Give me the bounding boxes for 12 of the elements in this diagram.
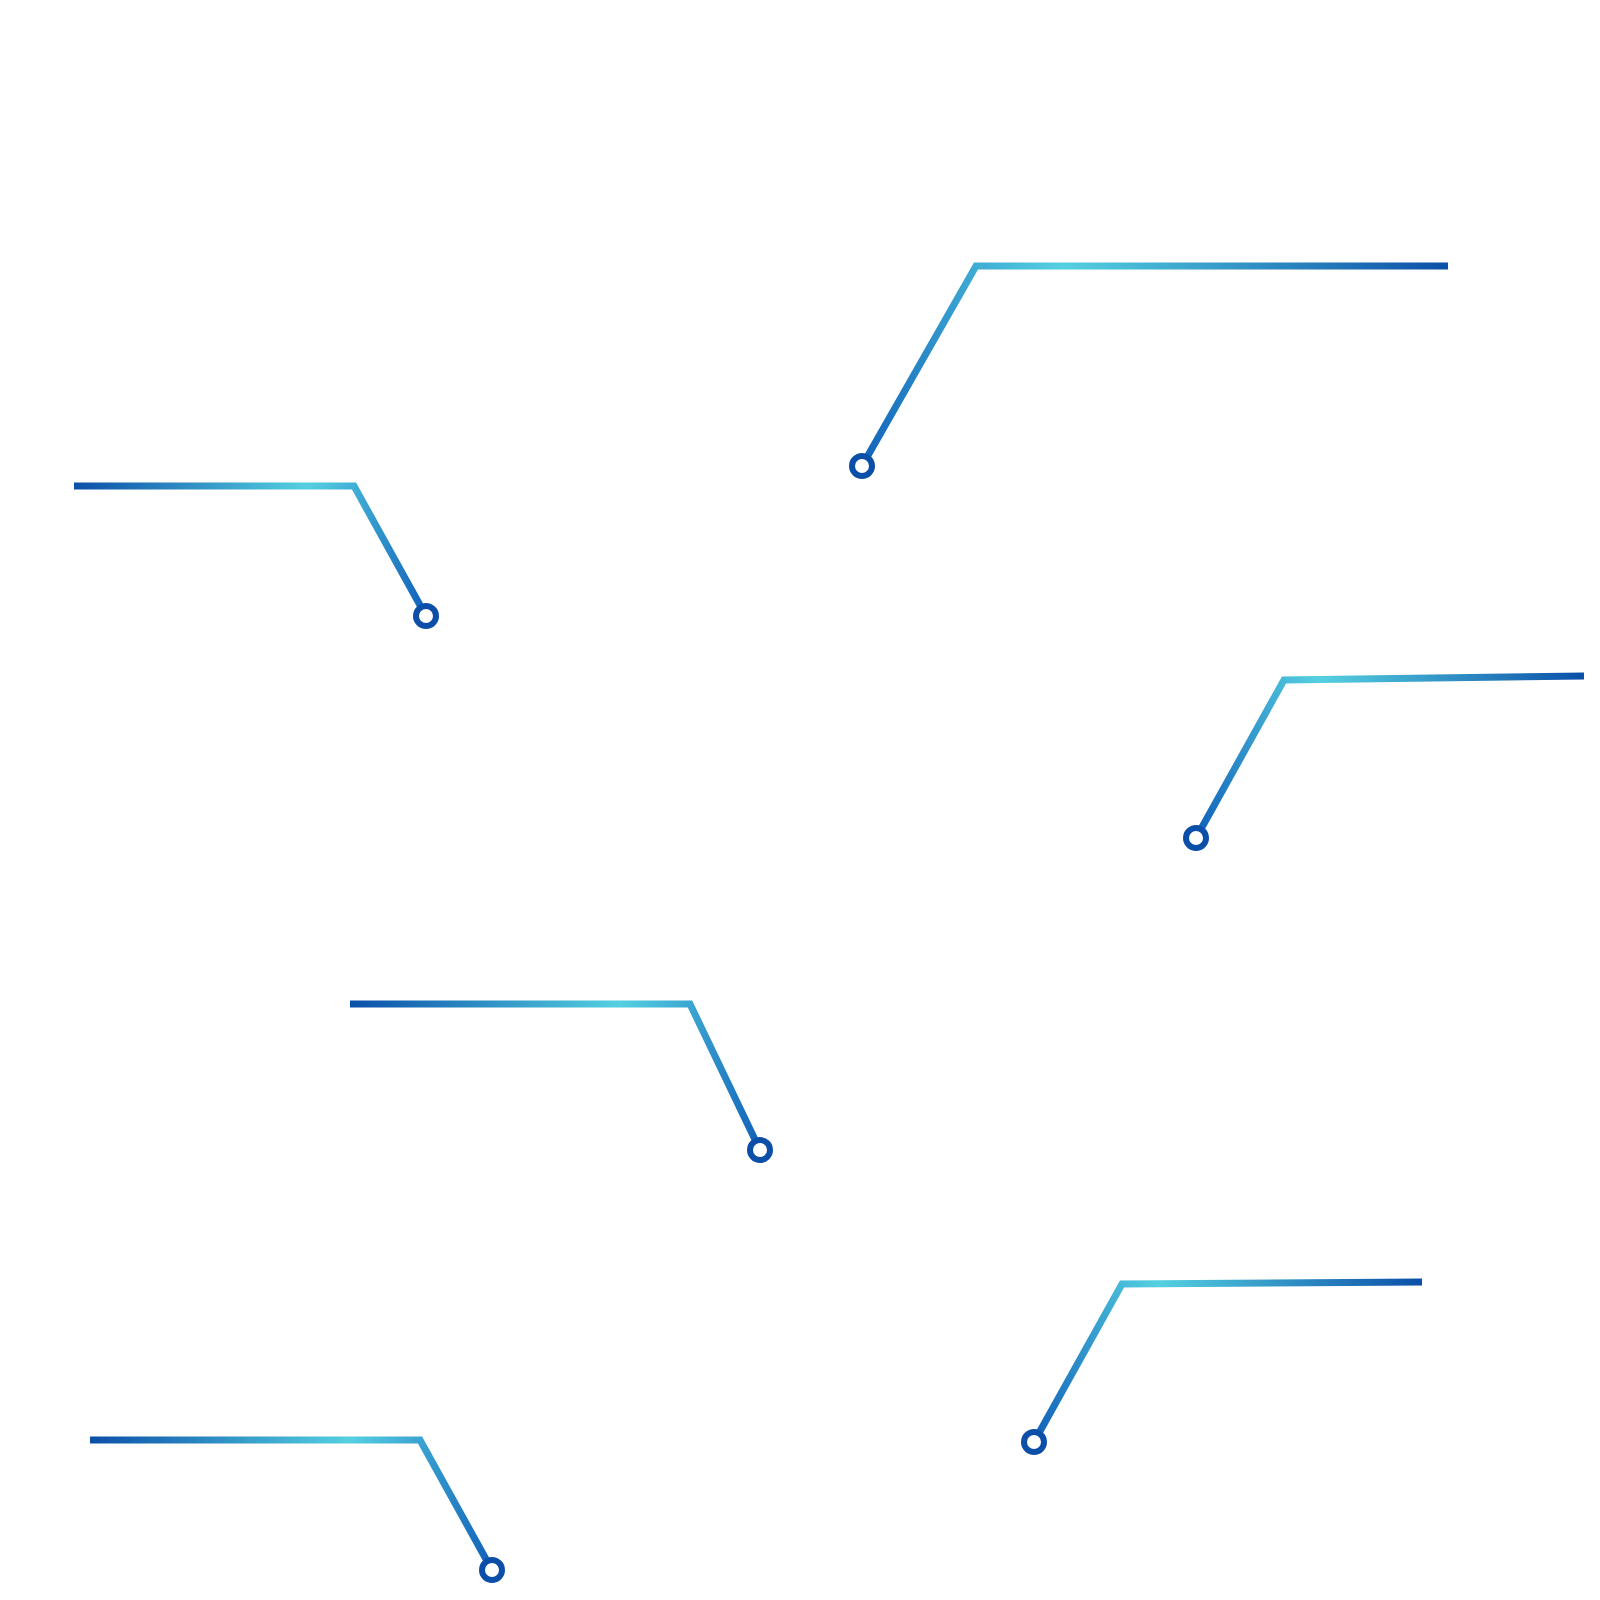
leader-line: [864, 262, 1448, 458]
leader-line: [1198, 672, 1585, 830]
circle-marker: [846, 450, 878, 482]
circle-marker: [476, 1554, 508, 1586]
leader-line: [350, 1000, 758, 1141]
leader-line: [74, 482, 424, 608]
circle-marker: [1180, 822, 1212, 854]
circle-marker: [410, 600, 442, 632]
leader-line: [1036, 1278, 1423, 1434]
circle-marker: [744, 1134, 776, 1166]
circle-marker: [1018, 1426, 1050, 1458]
leader-line: [90, 1436, 490, 1562]
